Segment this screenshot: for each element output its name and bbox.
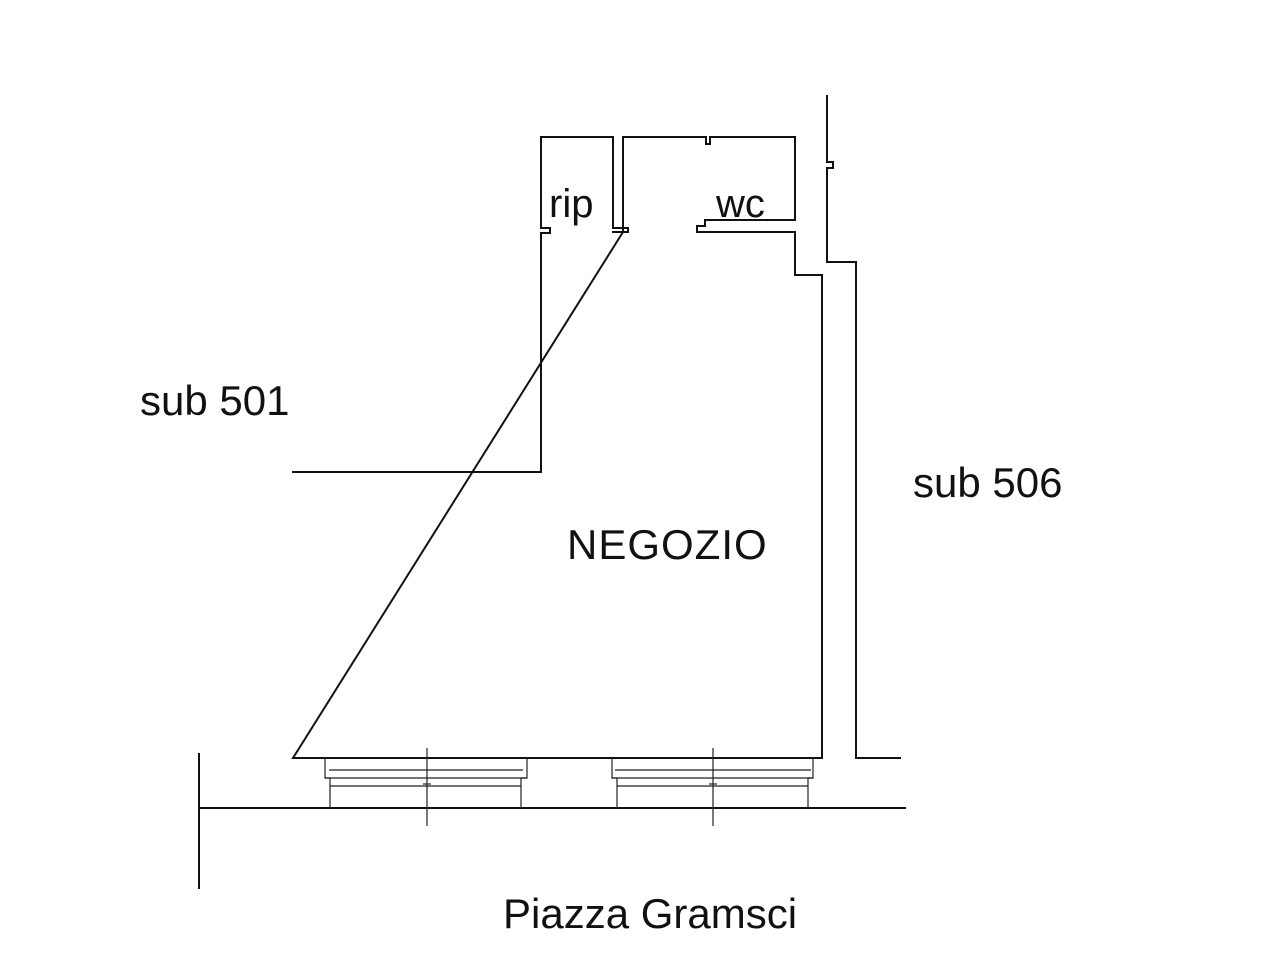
- storage-partition: [622, 227, 629, 233]
- label-toilet: wc: [716, 182, 765, 226]
- label-sub-501: sub 501: [140, 377, 290, 424]
- label-square: Piazza Gramsci: [503, 890, 798, 937]
- label-storage-room: rip: [549, 182, 594, 226]
- label-sub-506: sub 506: [913, 459, 1063, 506]
- neighbour-wall: [826, 95, 901, 759]
- label-shop: NEGOZIO: [567, 521, 768, 568]
- shop-outline: [291, 136, 823, 759]
- shop-window-left: [324, 748, 528, 826]
- shop-window-right: [611, 748, 814, 826]
